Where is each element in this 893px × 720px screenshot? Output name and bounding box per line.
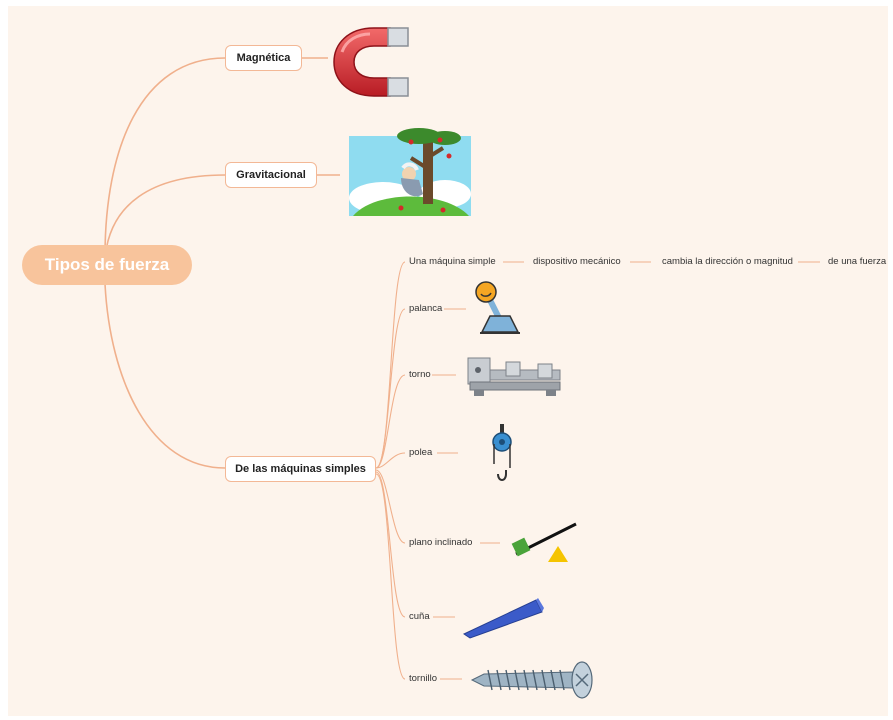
link-gravitacional <box>104 174 226 259</box>
magnet-icon <box>333 27 409 97</box>
link-polea <box>375 452 406 469</box>
newton-apple-tree-picture <box>349 128 471 216</box>
link-tornillo <box>375 473 406 680</box>
root-node[interactable]: Tipos de fuerza <box>22 245 192 285</box>
pulley-icon <box>492 424 512 481</box>
link-magnetica <box>104 57 226 257</box>
leaf-palanca[interactable]: palanca <box>409 303 443 314</box>
link-palanca <box>375 308 406 469</box>
link-definition <box>375 261 406 469</box>
lathe-machine-picture <box>467 357 561 396</box>
leaf-cuna[interactable]: cuña <box>409 611 430 622</box>
link-cuna <box>375 471 406 618</box>
leaf-tornillo[interactable]: tornillo <box>409 673 437 684</box>
branch-gravitacional[interactable]: Gravitacional <box>225 162 317 188</box>
inclined-plane-icon <box>511 522 577 562</box>
branch-magnetica-label: Magnética <box>236 52 291 64</box>
link-plano <box>375 469 406 544</box>
definition-3[interactable]: cambia la dirección o magnitud <box>662 256 793 267</box>
root-label: Tipos de fuerza <box>44 255 170 274</box>
lever-icon <box>475 281 520 334</box>
wedge-picture <box>462 598 544 639</box>
leaf-torno[interactable]: torno <box>409 369 431 380</box>
leaf-plano-inclinado[interactable]: plano inclinado <box>409 537 473 548</box>
branch-maquinas-label: De las máquinas simples <box>235 463 366 475</box>
branch-maquinas-simples[interactable]: De las máquinas simples <box>225 456 376 482</box>
link-torno <box>375 374 406 469</box>
definition-2[interactable]: dispositivo mecánico <box>533 256 621 267</box>
leaf-polea[interactable]: polea <box>409 447 433 458</box>
definition-4[interactable]: de una fuerza <box>828 256 887 267</box>
link-maquinas <box>104 283 226 469</box>
branch-magnetica[interactable]: Magnética <box>225 45 302 71</box>
screw-picture <box>470 661 593 699</box>
mind-map-background <box>8 6 888 716</box>
definition-1[interactable]: Una máquina simple <box>409 256 496 267</box>
branch-gravitacional-label: Gravitacional <box>236 169 306 181</box>
